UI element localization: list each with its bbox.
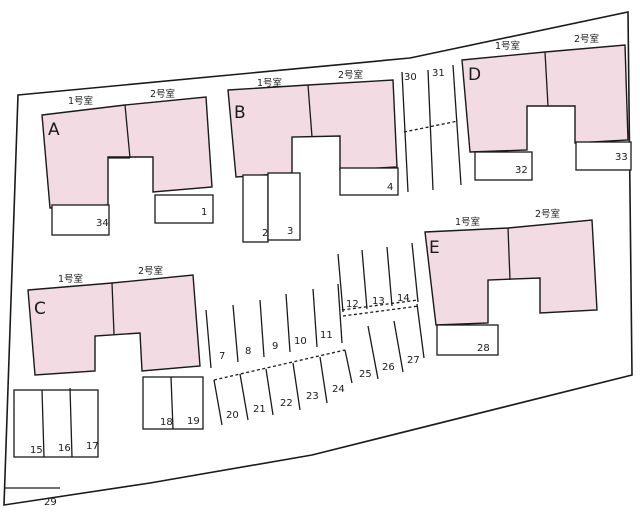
building-d-room2: 2号室	[574, 33, 599, 45]
space-label-14: 14	[397, 293, 410, 304]
space-label-3: 3	[287, 226, 293, 237]
space-label-11: 11	[320, 330, 333, 341]
space-label-12: 12	[346, 299, 359, 310]
building-e-room2: 2号室	[535, 208, 560, 220]
building-e[interactable]: E 1号室 2号室	[424, 208, 598, 326]
space-numbers: 34 1 2 3 4 30 31 32 33 7 8 9 10 11 12 13…	[30, 68, 628, 508]
space-label-13: 13	[372, 296, 385, 307]
space-label-21: 21	[253, 404, 266, 415]
space-label-9: 9	[272, 341, 278, 352]
building-b-room1: 1号室	[257, 77, 282, 89]
parking-row-25-27	[367, 320, 404, 380]
building-d-label: D	[468, 65, 481, 85]
building-d-room1: 1号室	[495, 40, 520, 52]
building-a-room1: 1号室	[68, 95, 93, 107]
space-label-22: 22	[280, 398, 293, 409]
space-label-30: 30	[404, 72, 417, 83]
parking-row-18-19	[142, 376, 204, 430]
parking-space-33[interactable]	[575, 141, 632, 171]
space-label-27: 27	[407, 355, 420, 366]
space-label-26: 26	[382, 362, 395, 373]
space-label-19: 19	[187, 416, 200, 427]
parking-space-3[interactable]	[267, 172, 301, 241]
building-a-room2: 2号室	[150, 88, 175, 100]
parking-row-15-17	[13, 387, 99, 458]
parking-space-34[interactable]	[51, 204, 110, 236]
space-label-18: 18	[160, 417, 173, 428]
space-label-4: 4	[387, 182, 393, 193]
space-label-2: 2	[262, 228, 268, 239]
space-label-23: 23	[306, 391, 319, 402]
building-c-room1: 1号室	[58, 273, 83, 285]
space-label-34: 34	[96, 218, 109, 229]
building-b-label: B	[234, 103, 246, 123]
space-label-8: 8	[245, 346, 251, 357]
space-label-15: 15	[30, 445, 43, 456]
space-label-32: 32	[515, 165, 528, 176]
space-label-1: 1	[201, 207, 207, 218]
building-c[interactable]: C 1号室 2号室	[27, 265, 201, 376]
building-b-room2: 2号室	[338, 69, 363, 81]
space-label-10: 10	[294, 336, 307, 347]
parking-space-32[interactable]	[474, 151, 533, 181]
parking-space-1[interactable]	[154, 194, 214, 224]
space-label-7: 7	[219, 351, 225, 362]
parking-row-7-11	[205, 283, 343, 369]
building-a-label: A	[48, 120, 60, 140]
space-label-31: 31	[432, 68, 445, 79]
space-label-33: 33	[615, 152, 628, 163]
building-d[interactable]: D 1号室 2号室	[461, 33, 629, 153]
building-c-room2: 2号室	[138, 265, 163, 277]
space-label-17: 17	[86, 441, 99, 452]
space-label-25: 25	[359, 369, 372, 380]
space-label-28: 28	[477, 343, 490, 354]
building-c-label: C	[34, 299, 46, 319]
building-e-label: E	[429, 238, 440, 258]
parking-row-30-31	[401, 64, 462, 193]
space-label-24: 24	[332, 384, 345, 395]
space-label-16: 16	[58, 443, 71, 454]
parking-space-28[interactable]	[436, 324, 499, 356]
parking-space-2[interactable]	[242, 174, 269, 243]
parking-row-12-14	[337, 242, 425, 359]
building-a[interactable]: A 1号室 2号室	[41, 88, 213, 209]
space-label-29: 29	[44, 497, 57, 508]
building-e-room1: 1号室	[455, 216, 480, 228]
space-label-20: 20	[226, 410, 239, 421]
parking-row-20-24	[213, 349, 353, 426]
parking-space-4[interactable]	[339, 167, 399, 196]
